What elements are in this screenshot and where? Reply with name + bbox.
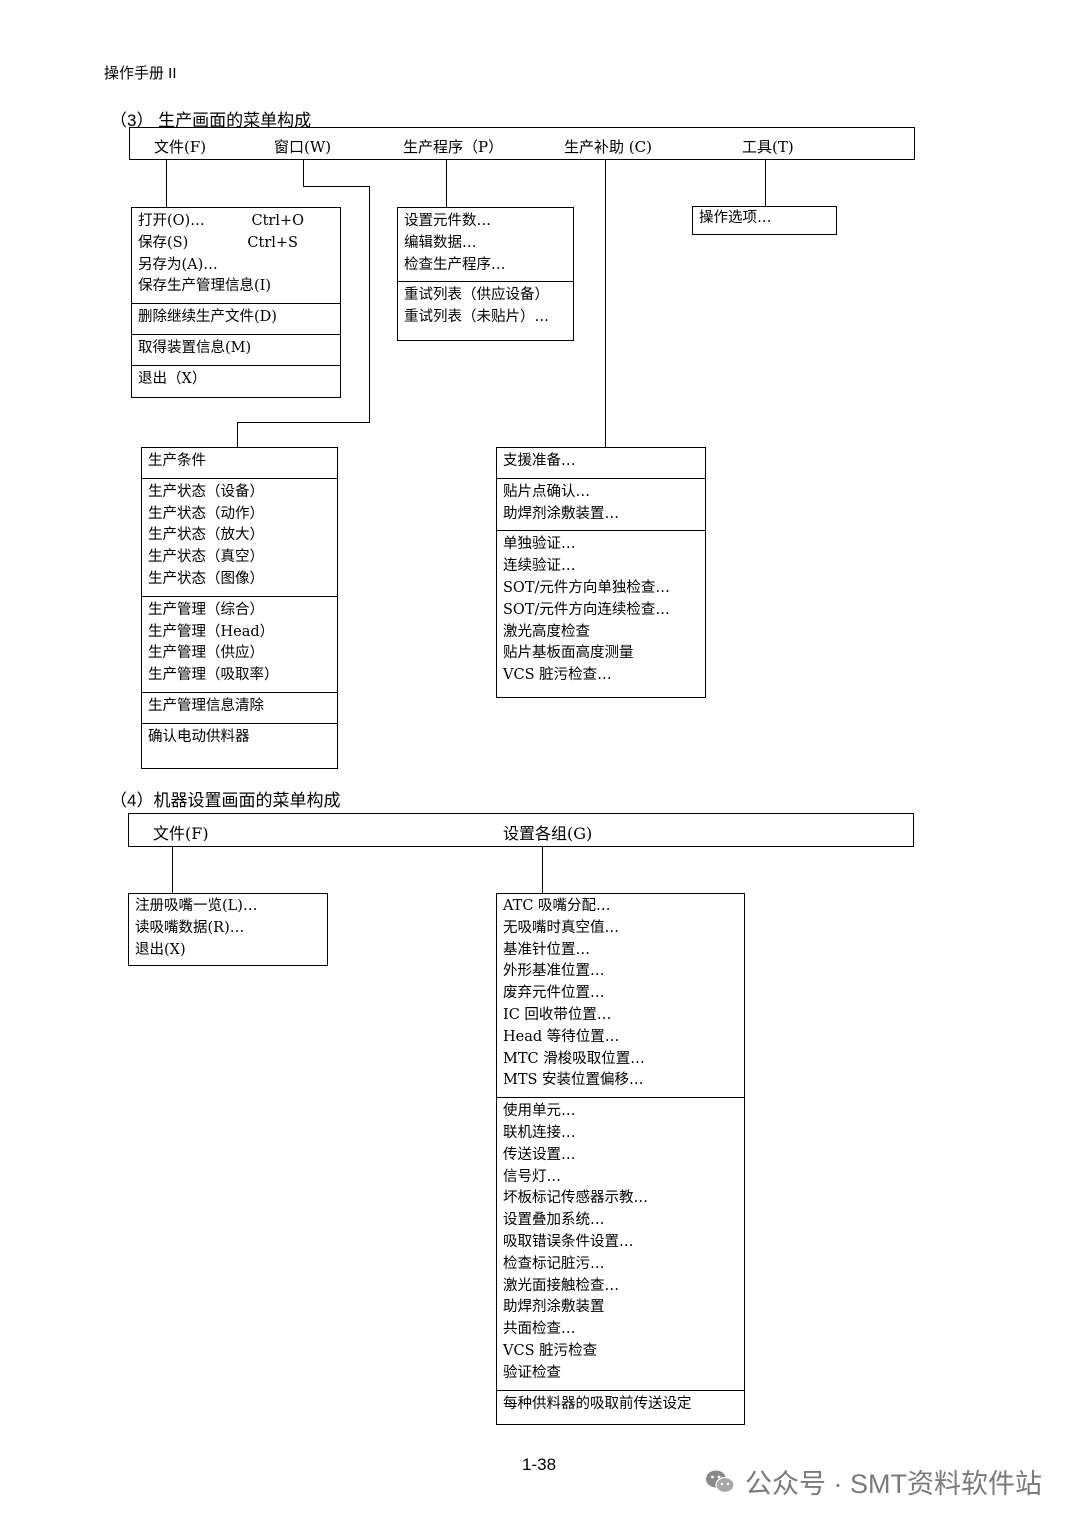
menu-item-mts-offset[interactable]: MTS 安装位置偏移… bbox=[503, 1072, 644, 1089]
menu-item-mark-dirt-check[interactable]: 检查标记脏污… bbox=[503, 1255, 605, 1272]
menu-item-pickup-error-settings[interactable]: 吸取错误条件设置… bbox=[503, 1233, 634, 1250]
section3-title: （3） 生产画面的菜单构成 bbox=[110, 111, 312, 130]
watermark-text: 公众号 · SMT资料软件站 bbox=[745, 1469, 1042, 1499]
menu-item-coplanarity-check[interactable]: 共面检查… bbox=[503, 1321, 576, 1338]
menu-item-continuous-verify[interactable]: 连续验证… bbox=[503, 558, 576, 575]
menu-item-feeder-pre-pickup-transfer[interactable]: 每种供料器的吸取前传送设定 bbox=[503, 1395, 692, 1412]
assist-menu-dropdown: 支援准备… 贴片点确认… 助焊剂涂敷装置… 单独验证… 连续验证… SOT/元件… bbox=[496, 447, 706, 698]
menu-item-flux-device[interactable]: 助焊剂涂敷装置… bbox=[503, 505, 619, 522]
menu-item-status-action[interactable]: 生产状态（动作） bbox=[148, 505, 264, 522]
menu-item-mgmt-head[interactable]: 生产管理（Head） bbox=[148, 623, 275, 640]
menu-item-conveyor-settings[interactable]: 传送设置… bbox=[503, 1146, 576, 1163]
menu-item-status-vacuum[interactable]: 生产状态（真空） bbox=[148, 549, 264, 566]
menu-item-confirm-electric-feeder[interactable]: 确认电动供料器 bbox=[148, 728, 250, 745]
menu-item-laser-height-check[interactable]: 激光高度检查 bbox=[503, 623, 590, 640]
menu-item-save-as[interactable]: 另存为(A)… bbox=[138, 256, 218, 273]
menu-item-single-verify[interactable]: 单独验证… bbox=[503, 536, 576, 553]
connector-window bbox=[237, 422, 370, 423]
machine-setup-menubar: 文件(F) 设置各组(G) bbox=[128, 813, 914, 847]
menu-item-clear-mgmt-info[interactable]: 生产管理信息清除 bbox=[148, 697, 264, 714]
menu-item-sot-continuous-check[interactable]: SOT/元件方向连续检查… bbox=[503, 601, 670, 618]
section4-title: （4）机器设置画面的菜单构成 bbox=[110, 791, 341, 810]
connector-window bbox=[369, 186, 370, 423]
menu-item-support-prep[interactable]: 支援准备… bbox=[503, 453, 576, 469]
menu-item-mgmt-overall[interactable]: 生产管理（综合） bbox=[148, 601, 264, 618]
menu-item-flux-device[interactable]: 助焊剂涂敷装置 bbox=[503, 1299, 605, 1316]
menu-item-get-device-info[interactable]: 取得装置信息(M) bbox=[138, 339, 252, 356]
program-menu-dropdown: 设置元件数… 编辑数据… 检查生产程序… 重试列表（供应设备） 重试列表（未贴片… bbox=[397, 207, 574, 341]
shortcut-label: Ctrl+S bbox=[247, 234, 298, 251]
menu-window[interactable]: 窗口(W) bbox=[274, 138, 332, 156]
menu-item-atc-nozzle-assign[interactable]: ATC 吸嘴分配… bbox=[503, 898, 611, 914]
menu-item-mtc-shuttle-position[interactable]: MTC 滑梭吸取位置… bbox=[503, 1050, 645, 1067]
manual-title: 操作手册 II bbox=[104, 65, 177, 82]
menu-item-open[interactable]: 打开(O)… Ctrl+O bbox=[138, 211, 334, 233]
menu-item-edit-data[interactable]: 编辑数据… bbox=[404, 234, 477, 251]
connector-window bbox=[303, 186, 370, 187]
connector-window bbox=[237, 422, 238, 448]
menu-item-ic-tape-position[interactable]: IC 回收带位置… bbox=[503, 1006, 612, 1023]
menu-item-mgmt-supply[interactable]: 生产管理（供应） bbox=[148, 645, 264, 662]
menu-item-verify-check[interactable]: 验证检查 bbox=[503, 1364, 561, 1381]
menu-item-vcs-dirt-check[interactable]: VCS 脏污检查… bbox=[503, 667, 612, 684]
watermark: 公众号 · SMT资料软件站 bbox=[705, 1462, 1042, 1501]
menu-production-assist[interactable]: 生产补助 (C) bbox=[564, 138, 652, 156]
connector-window bbox=[303, 160, 304, 187]
connector-groups-4 bbox=[542, 847, 543, 894]
connector-tools bbox=[765, 160, 766, 207]
menu-item-outline-reference-position[interactable]: 外形基准位置… bbox=[503, 963, 605, 980]
menu-file[interactable]: 文件(F) bbox=[154, 138, 207, 156]
menu-item-production-conditions[interactable]: 生产条件 bbox=[148, 453, 206, 469]
menu-item-register-nozzle-list[interactable]: 注册吸嘴一览(L)… bbox=[135, 898, 258, 914]
menu-production-program[interactable]: 生产程序（P） bbox=[403, 138, 504, 156]
menu-item-set-component-count[interactable]: 设置元件数… bbox=[404, 213, 491, 229]
menu-item-board-height-measure[interactable]: 贴片基板面高度测量 bbox=[503, 645, 634, 662]
menu-item-check-program[interactable]: 检查生产程序… bbox=[404, 256, 506, 273]
menu-tools[interactable]: 工具(T) bbox=[742, 138, 794, 156]
menu-item-label: 打开(O)… bbox=[138, 213, 205, 229]
connector-file bbox=[166, 160, 167, 208]
page-number: 1-38 bbox=[522, 1455, 557, 1474]
menu-item-operation-options[interactable]: 操作选项… bbox=[699, 210, 772, 226]
group-settings-menu-dropdown: ATC 吸嘴分配… 无吸嘴时真空值… 基准针位置… 外形基准位置… 废弃元件位置… bbox=[496, 893, 745, 1425]
menu-item-vcs-dirt-check[interactable]: VCS 脏污检查 bbox=[503, 1342, 598, 1359]
menu-item-sot-single-check[interactable]: SOT/元件方向单独检查… bbox=[503, 579, 670, 596]
tools-menu-dropdown: 操作选项… bbox=[692, 206, 837, 235]
menu-item-head-wait-position[interactable]: Head 等待位置… bbox=[503, 1028, 620, 1045]
menu-item-exit[interactable]: 退出（X） bbox=[138, 370, 207, 387]
menu-item-overlay-system[interactable]: 设置叠加系统… bbox=[503, 1212, 605, 1229]
menu-item-placement-confirm[interactable]: 贴片点确认… bbox=[503, 483, 590, 500]
menu-item-delete-continue-file[interactable]: 删除继续生产文件(D) bbox=[138, 309, 277, 326]
menu-item-status-zoom[interactable]: 生产状态（放大） bbox=[148, 527, 264, 544]
connector-assist bbox=[605, 160, 606, 448]
menu-item-read-nozzle-data[interactable]: 读吸嘴数据(R)… bbox=[135, 919, 245, 936]
menu-item-use-unit[interactable]: 使用单元… bbox=[503, 1103, 576, 1120]
menu-item-status-device[interactable]: 生产状态（设备） bbox=[148, 483, 264, 500]
window-menu-dropdown: 生产条件 生产状态（设备） 生产状态（动作） 生产状态（放大） 生产状态（真空）… bbox=[141, 447, 338, 769]
connector-program bbox=[446, 160, 447, 208]
menu-item-signal-tower[interactable]: 信号灯… bbox=[503, 1168, 561, 1185]
shortcut-label: Ctrl+O bbox=[251, 213, 304, 229]
menu-item-online-connection[interactable]: 联机连接… bbox=[503, 1124, 576, 1141]
connector-file-4 bbox=[172, 847, 173, 894]
production-menubar: 文件(F) 窗口(W) 生产程序（P） 生产补助 (C) 工具(T) bbox=[129, 127, 915, 160]
menu-item-discard-position[interactable]: 废弃元件位置… bbox=[503, 985, 605, 1002]
menu-item-label: 保存(S) bbox=[138, 234, 189, 251]
file-menu-dropdown: 打开(O)… Ctrl+O 保存(S) Ctrl+S 另存为(A)… 保存生产管理信… bbox=[131, 207, 341, 398]
menu-item-save[interactable]: 保存(S) Ctrl+S bbox=[138, 233, 334, 255]
menu-item-save-production-info[interactable]: 保存生产管理信息(I) bbox=[138, 278, 272, 295]
menu-item-retry-list-unplaced[interactable]: 重试列表（未贴片）… bbox=[404, 309, 549, 326]
menu-item-exit[interactable]: 退出(X) bbox=[135, 941, 186, 958]
menu-item-bad-mark-teach[interactable]: 坏板标记传感器示教… bbox=[503, 1190, 648, 1207]
menu-item-mgmt-pickup-rate[interactable]: 生产管理（吸取率） bbox=[148, 667, 279, 684]
wechat-icon bbox=[706, 1470, 735, 1493]
menu-item-laser-contact-check[interactable]: 激光面接触检查… bbox=[503, 1277, 619, 1294]
setup-file-menu-dropdown: 注册吸嘴一览(L)… 读吸嘴数据(R)… 退出(X) bbox=[128, 893, 328, 966]
menu-item-reference-pin-position[interactable]: 基准针位置… bbox=[503, 941, 590, 958]
menu-file[interactable]: 文件(F) bbox=[153, 824, 209, 843]
menu-group-settings[interactable]: 设置各组(G) bbox=[503, 824, 593, 843]
menu-item-retry-list-supply[interactable]: 重试列表（供应设备） bbox=[404, 287, 549, 304]
menu-item-status-image[interactable]: 生产状态（图像） bbox=[148, 570, 264, 587]
menu-item-no-nozzle-vacuum[interactable]: 无吸嘴时真空值… bbox=[503, 919, 619, 936]
